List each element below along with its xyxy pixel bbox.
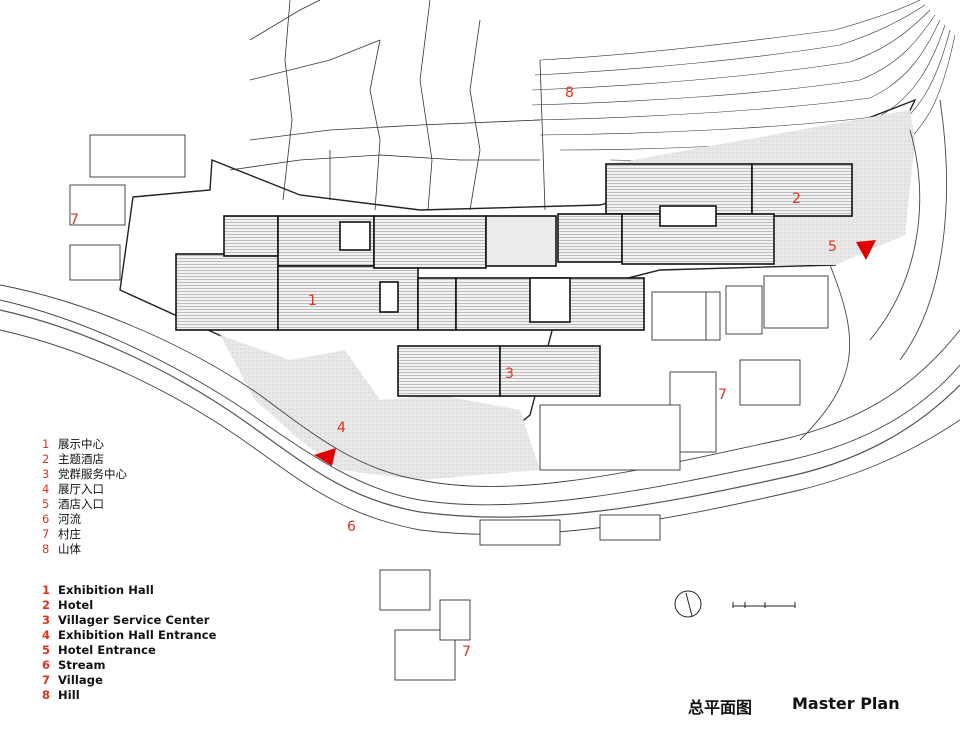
label-exhibition-hall-entrance: 4 (337, 420, 346, 436)
title-chinese: 总平面图 (688, 698, 753, 717)
exhibition-hall (175, 215, 645, 331)
hardscape (220, 335, 540, 480)
village-buildings (69, 134, 829, 681)
title-english: Master Plan (792, 694, 900, 713)
label-hotel: 2 (792, 191, 801, 207)
hotel (557, 163, 853, 265)
hill-contours (531, 0, 956, 161)
scale-bar (732, 602, 796, 608)
villager-service-center (397, 345, 601, 397)
stream (0, 309, 960, 518)
label-stream: 6 (347, 519, 356, 535)
label-exhibition-hall: 1 (308, 293, 317, 309)
label-hill: 8 (565, 85, 574, 101)
label-village-south: 7 (462, 644, 471, 660)
terraced-fields (229, 0, 546, 211)
roads (0, 99, 960, 535)
label-hotel-entrance: 5 (828, 239, 837, 255)
label-village-east: 7 (718, 387, 727, 403)
hotel-entrance-marker-icon (856, 240, 876, 260)
label-village-west: 7 (70, 212, 79, 228)
exhibition-entrance-marker-icon (314, 448, 336, 466)
north-arrow-icon (674, 590, 702, 618)
label-villager-service-center: 3 (505, 366, 514, 382)
